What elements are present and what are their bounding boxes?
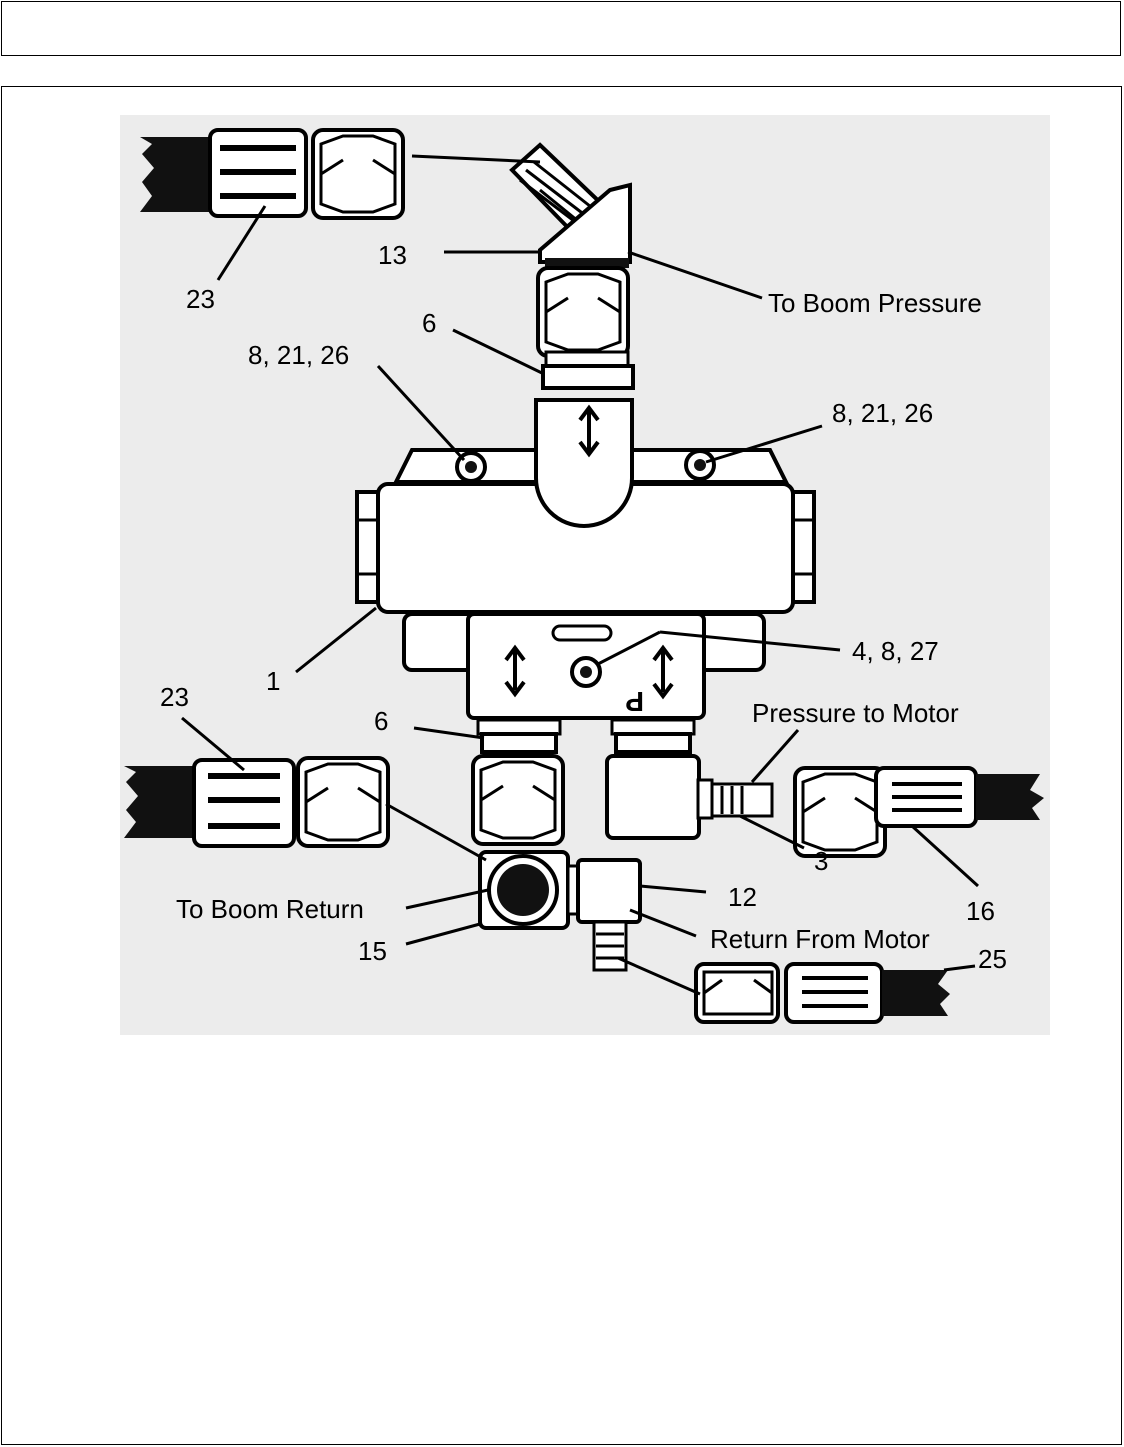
valve-mark: P bbox=[625, 686, 644, 717]
label-23-bottom: 23 bbox=[160, 682, 189, 712]
label-8-21-26-right: 8, 21, 26 bbox=[832, 398, 933, 428]
label-6-bottom: 6 bbox=[374, 706, 388, 736]
hose-23-top bbox=[140, 130, 403, 218]
label-to-boom-pressure: To Boom Pressure bbox=[768, 288, 982, 318]
label-6-top: 6 bbox=[422, 308, 436, 338]
label-13: 13 bbox=[378, 240, 407, 270]
label-pressure-to-motor: Pressure to Motor bbox=[752, 698, 959, 728]
label-3: 3 bbox=[814, 846, 828, 876]
label-to-boom-return: To Boom Return bbox=[176, 894, 364, 924]
label-23-top: 23 bbox=[186, 284, 215, 314]
label-12: 12 bbox=[728, 882, 757, 912]
hose-25 bbox=[696, 964, 950, 1022]
fitting-3 bbox=[698, 780, 772, 818]
label-8-21-26-left: 8, 21, 26 bbox=[248, 340, 349, 370]
label-16: 16 bbox=[966, 896, 995, 926]
label-15: 15 bbox=[358, 936, 387, 966]
label-4-8-27: 4, 8, 27 bbox=[852, 636, 939, 666]
label-25: 25 bbox=[978, 944, 1007, 974]
label-1: 1 bbox=[266, 666, 280, 696]
hose-23-bottom bbox=[124, 758, 388, 846]
label-return-from-motor: Return From Motor bbox=[710, 924, 930, 954]
fitting-15 bbox=[480, 852, 578, 928]
